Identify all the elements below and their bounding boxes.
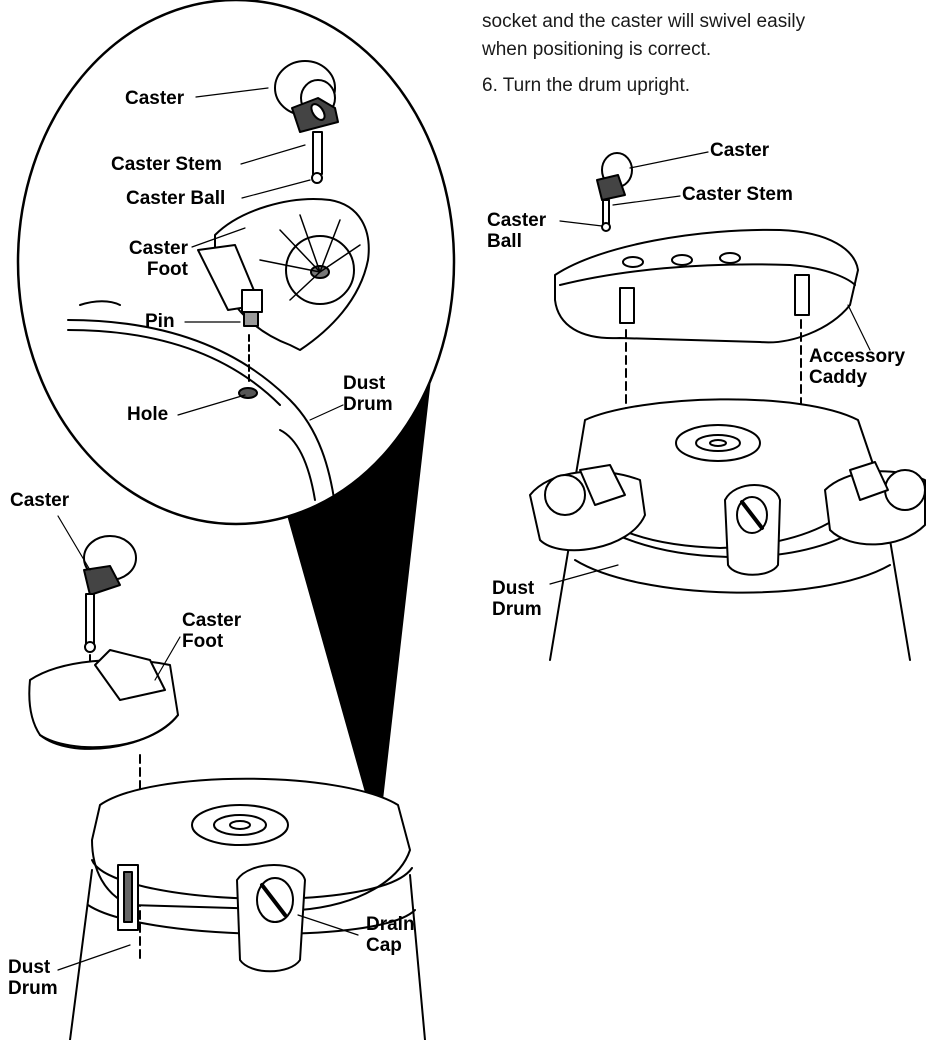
- inset-caster-label: Caster: [125, 88, 184, 109]
- inset-caster-ball-label: Caster Ball: [126, 188, 225, 209]
- caster-foot-label: Caster Foot: [182, 610, 241, 652]
- inset-hole-label: Hole: [127, 404, 168, 425]
- inset-caster-foot-label: Caster Foot: [102, 238, 188, 280]
- right-dust-drum-label: Dust Drum: [492, 578, 542, 620]
- inset-detail: [18, 0, 454, 524]
- right-drum-assembly: [530, 153, 925, 660]
- drain-cap-label: Drain Cap: [366, 914, 415, 956]
- instruction-step-6: 6. Turn the drum upright.: [482, 72, 690, 100]
- caster-label: Caster: [10, 490, 69, 511]
- instruction-line-1: socket and the caster will swivel easily: [482, 8, 805, 36]
- right-caster-stem-label: Caster Stem: [682, 184, 793, 205]
- accessory-caddy-label: Accessory Caddy: [809, 346, 905, 388]
- dust-drum-label: Dust Drum: [8, 957, 58, 999]
- right-caster-ball-label: Caster Ball: [487, 210, 546, 252]
- inset-caster-stem-label: Caster Stem: [111, 154, 222, 175]
- right-caster-label: Caster: [710, 140, 769, 161]
- instruction-line-2: when positioning is correct.: [482, 36, 711, 64]
- inset-pin-label: Pin: [145, 311, 175, 332]
- inset-dust-drum-label: Dust Drum: [343, 373, 393, 415]
